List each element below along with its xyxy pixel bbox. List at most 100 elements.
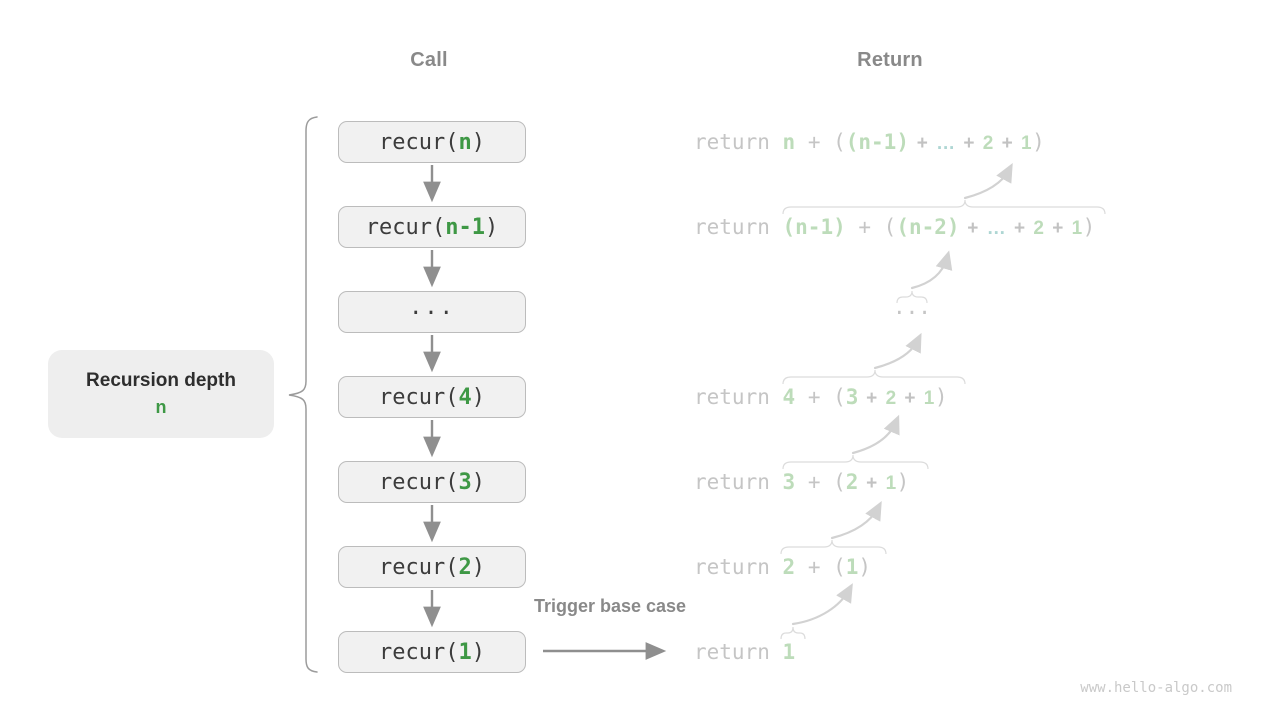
text-segment: 1 xyxy=(885,473,897,494)
call-box-text: recur( xyxy=(379,639,459,665)
text-segment: return xyxy=(694,555,783,579)
text-segment: 4 xyxy=(782,385,796,409)
text-segment: + ( xyxy=(795,130,846,154)
text-segment: 1 xyxy=(1071,218,1083,239)
return-row-n: return n + ((n-1) + … + 2 + 1) xyxy=(694,127,1045,157)
call-box-text: ) xyxy=(471,384,485,410)
return-row-n-1: return (n-1) + ((n-2) + … + 2 + 1) xyxy=(694,212,1095,242)
text-segment: + xyxy=(1044,218,1072,239)
call-box-text: recur( xyxy=(379,469,459,495)
text-segment: + xyxy=(1006,218,1034,239)
text-segment: ) xyxy=(1032,130,1045,154)
text-segment: 1 xyxy=(782,640,796,664)
recursion-depth-brace xyxy=(288,116,318,673)
text-segment: + ( xyxy=(795,555,846,579)
text-segment: ) xyxy=(896,470,910,494)
call-box-text: recur( xyxy=(365,214,446,240)
return-row-3: return 3 + (2 + 1) xyxy=(694,467,909,497)
call-box-text: recur( xyxy=(379,129,459,155)
text-segment: ) xyxy=(1082,215,1096,239)
text-segment: + xyxy=(959,218,987,239)
text-segment: 2 xyxy=(982,133,994,154)
text-segment: return xyxy=(694,640,783,664)
call-box-recur-1: recur(1) xyxy=(338,631,526,673)
text-segment: 2 xyxy=(1033,218,1045,239)
text-segment: (n-2) xyxy=(896,215,960,239)
return-row-ellipsis: ... xyxy=(893,295,931,327)
return-arrow-4to3 xyxy=(873,332,922,370)
call-box-text: ) xyxy=(471,129,485,155)
call-box-arg: 1 xyxy=(458,639,472,665)
return-row-1: return 1 xyxy=(694,637,795,667)
overbrace-row3 xyxy=(896,290,928,304)
text-segment: + ( xyxy=(845,215,897,239)
return-arrow-6to5 xyxy=(830,501,882,540)
text-segment: return xyxy=(694,215,783,239)
text-segment: + ( xyxy=(795,385,846,409)
watermark: www.hello-algo.com xyxy=(1080,680,1232,696)
text-segment: + ( xyxy=(795,470,846,494)
text-segment: 3 xyxy=(782,470,796,494)
text-segment: (n-1) xyxy=(845,130,909,154)
text-segment: + xyxy=(955,133,983,154)
text-segment: 1 xyxy=(923,388,935,409)
text-segment: ... xyxy=(893,295,931,319)
text-segment: … xyxy=(986,218,1007,239)
text-segment: ) xyxy=(934,385,948,409)
text-segment: + xyxy=(858,473,886,494)
trigger-base-case-label: Trigger base case xyxy=(533,596,687,616)
overbrace-row2 xyxy=(782,199,1106,215)
call-box-text: ... xyxy=(409,294,455,320)
call-box-recur-2: recur(2) xyxy=(338,546,526,588)
text-segment: return xyxy=(694,470,783,494)
return-column-header: Return xyxy=(857,49,923,71)
recursion-depth-value: n xyxy=(155,397,167,417)
recursion-depth-title: Recursion depth xyxy=(86,370,236,391)
call-box-text: recur( xyxy=(379,384,459,410)
call-box-text: ) xyxy=(471,639,485,665)
text-segment: + xyxy=(908,133,937,154)
call-box-arg: 4 xyxy=(458,384,472,410)
call-box-arg: 3 xyxy=(458,469,472,495)
text-segment: 2 xyxy=(845,470,859,494)
text-segment: return xyxy=(694,385,783,409)
call-box-recur-n: recur(n) xyxy=(338,121,526,163)
return-arrow-5to4 xyxy=(851,414,900,455)
call-box-text: ) xyxy=(471,554,485,580)
call-box-recur-3: recur(3) xyxy=(338,461,526,503)
call-box-arg: 2 xyxy=(458,554,472,580)
call-column-header: Call xyxy=(410,49,448,71)
return-arrow-7to6 xyxy=(791,583,853,626)
text-segment: return xyxy=(694,130,783,154)
call-box-text: ) xyxy=(471,469,485,495)
return-row-2: return 2 + (1) xyxy=(694,552,871,582)
text-segment: + xyxy=(993,133,1022,154)
text-segment: 3 xyxy=(845,385,859,409)
text-segment: … xyxy=(936,133,956,154)
text-segment: ) xyxy=(858,555,872,579)
text-segment: n xyxy=(782,130,796,154)
return-arrow-2to1 xyxy=(963,163,1013,200)
text-segment: 1 xyxy=(845,555,859,579)
text-segment: 2 xyxy=(782,555,796,579)
recursion-depth-label: Recursion depth n xyxy=(48,350,274,438)
text-segment: + xyxy=(858,388,886,409)
overbrace-row7 xyxy=(780,626,806,640)
overbrace-row6 xyxy=(780,539,887,555)
call-box-recur-n-1: recur(n-1) xyxy=(338,206,526,248)
return-row-4: return 4 + (3 + 2 + 1) xyxy=(694,382,948,412)
return-arrow-3to2 xyxy=(910,250,953,290)
call-box-recur-4: recur(4) xyxy=(338,376,526,418)
overbrace-row4 xyxy=(782,369,966,385)
call-box-arg: n-1 xyxy=(445,214,485,240)
call-box-text: ) xyxy=(484,214,499,240)
call-box-ellipsis: ... xyxy=(338,291,526,333)
text-segment: 2 xyxy=(885,388,897,409)
call-box-text: recur( xyxy=(379,554,459,580)
call-box-arg: n xyxy=(458,129,472,155)
text-segment: (n-1) xyxy=(782,215,846,239)
overbrace-row5 xyxy=(782,454,929,470)
text-segment: 1 xyxy=(1021,133,1033,154)
